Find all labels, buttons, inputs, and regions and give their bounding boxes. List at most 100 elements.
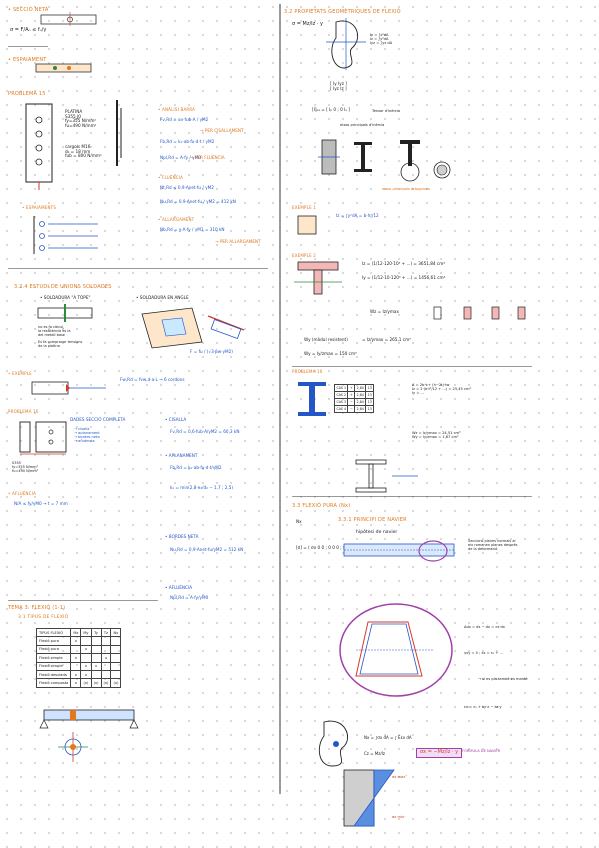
result-cisallament: → PER CISALLAMENT: [200, 128, 244, 133]
heading-cisalla: • CISALLA: [165, 417, 187, 422]
table-header-ty: Ty: [90, 627, 102, 638]
heading-flexio-pura: 3.3 FLEXIÓ PURA (Nx): [292, 503, 351, 509]
problema-16-right-beam: [355, 459, 418, 493]
heading-espaiament: • ESPAIAMENT: [8, 57, 47, 63]
heading-soldadura-tope: • SOLDADURA "A TOPE": [40, 295, 91, 300]
loaded-beam-sketch: [39, 709, 139, 729]
heading-exemple-1: EXEMPLE 1: [292, 205, 317, 210]
heading-unions-soldades: 3.2.4 ESTUDI DE UNIONS SOLDADES: [14, 284, 112, 290]
net-section-plate-sketch: [40, 12, 97, 26]
heading-problema-16: PROBLEMA 16: [8, 409, 39, 414]
exemple-2-formula-2: Iy = (1/12·10·120³ + ...) = 1456,61 cm⁴: [362, 275, 446, 280]
exemple-2-distribution-boxes: [433, 306, 526, 320]
butt-weld-sketch: [37, 304, 93, 322]
result-allargament: → PER ALLARGAMENT: [215, 239, 261, 244]
table-row: Flexió pura x: [35, 636, 122, 646]
principal-axes-note: eixos principals d'inèrcia: [340, 123, 385, 127]
orthogonal-axes-note: eixos principals ortogonals: [382, 187, 431, 191]
heading-espaiaments: • ESPAIAMENTS: [22, 205, 57, 210]
result-fluencia: → PER FLUÈNCIA: [190, 155, 225, 160]
tensor-diagonal: [I]ₚₐ = [ Iₚ 0 ; 0 Iₛ ]: [312, 107, 350, 112]
heading-dades-seccio: DADES SECCIÓ COMPLETA: [70, 417, 126, 422]
nx-label: Nx: [296, 519, 302, 524]
formula-bordes-neta: Nu,Rd = 0,9·Anet·fu/γM2 = 512 kN: [170, 547, 244, 552]
heading-afluencia-left: • AFLUÈNCIA: [8, 491, 37, 496]
heading-allargament: • ALLARGAMENT: [158, 217, 195, 222]
formula-fluencia-3: Nu,Rd = 0,9·Anet·fu / γM2 = 412 kN: [160, 199, 236, 204]
heading-exemple: • EXEMPLE: [8, 371, 32, 376]
formula-allargament: Nb,Rd = χ·A·fy / γM1 = 310 kN: [160, 227, 225, 232]
heading-problema-16-right: PROBLEMA 16: [292, 369, 323, 374]
problema-15-bolted-plate: [25, 103, 53, 190]
dades-seccio-list: → cisalla→ aplanament→ bordes neta→ aflu…: [74, 427, 100, 443]
formula-sigma-neta: σ = F/Aₙ ≤ fᵤ/γ: [10, 27, 47, 33]
formula-cisalla-2: Fb,Rd = k₁·αb·fu·d·t / γM2: [160, 139, 215, 144]
heading-propietats-geometriques: 3.2 PROPIETATS GEOMÈTRIQUES DE FLEXIÓ: [284, 9, 401, 15]
formula-aplanament: Fb,Rd = k₁·αb·fu·d·t/γM2: [170, 465, 222, 470]
heading-fluencia: • FLUÈNCIA: [158, 175, 184, 180]
formula-cisalla-p16: Fv,Rd = 0,6·fub·A/γM2 = 60,3 kN: [170, 429, 240, 434]
espaiaments-sketch: [33, 216, 98, 254]
column-divider: [279, 4, 281, 794]
exemple-weld-sketch: [31, 381, 106, 395]
navier-hypothesis: hipòtesi de navier: [356, 530, 398, 535]
plane-section-note: → si es pla també es manté: [478, 677, 528, 681]
navier-sigma-partial: Cz = Mz/Iz: [364, 751, 385, 756]
spacing-plate-sketch: [35, 63, 92, 73]
modul-resistent-formula-2: Wy = Iy/zmax = 150 cm³: [304, 351, 357, 356]
navier-integral: Nx = ∫σx dA = ∫ Eεx dA: [364, 735, 412, 740]
heading-principi-navier: 3.3.1 PRINCIPI DE NAVIER: [338, 517, 407, 523]
modul-resistent-formula: = Iz/ymax = 265,1 cm³: [362, 337, 411, 342]
exemple-formula: Fw,Rd = fvw,d·a·L → 6 cordons: [120, 377, 185, 382]
problema-16-joint: [19, 421, 67, 455]
tensor-section-sketch: [326, 18, 366, 70]
strain-formula: Δdx = ds − dx = εx·dx: [464, 625, 505, 629]
tensor-section-sketch-2: [318, 720, 348, 767]
formula-afluencia: Npl,Rd = A·fy/γM0: [170, 595, 209, 600]
stress-tensor: [σ] = ( σx 0 0 ; 0 0 0 ; 0 0 0 ): [296, 545, 357, 550]
problema-15-side-view: [116, 100, 122, 166]
navier-formula-label: FÓRMULA DE NAVIER: [462, 749, 501, 753]
table-header-mz: Mz: [70, 627, 82, 638]
exemple-2-modul-note: Wz = Iz/ymax: [370, 309, 399, 314]
heading-aplanament: • APLANAMENT: [165, 453, 198, 458]
formula-sigma-flexio: σ = Mz/Iz · y: [292, 21, 323, 27]
problema-16-right-section: [298, 382, 326, 416]
cross-section-examples: [318, 139, 451, 182]
exemple-1-section: [297, 215, 317, 235]
navier-formula-box: σx = −Mz/Iz · y: [416, 748, 463, 758]
table-header-tipus: TIPUS FLEXIÓ: [35, 627, 72, 638]
table-header-tz: Tz: [100, 627, 112, 638]
flexion-types-table: TIPUS FLEXIÓ Mz My Ty Tz Nx Flexió pura …: [35, 627, 122, 688]
table-header-nx: Nx: [110, 627, 122, 638]
table-row: Flexió pura x: [35, 644, 122, 655]
table-header-my: My: [80, 627, 92, 638]
navier-beam-sketch: [343, 540, 455, 562]
formula-cisalla-1: Fv,Rd = αv·fub·A / γM2: [160, 117, 209, 122]
exemple-2-formula-1: Iz = (1/12·120·10³ + ...) = 3651,84 cm⁴: [362, 261, 445, 266]
fillet-weld-formula: F = fu / (√3·βw·γM2): [190, 349, 233, 354]
modul-resistent-label: Wy (mòdul resistent): [304, 337, 348, 342]
formula-fluencia-2: Nt,Rd ≤ 0,9·Anet·fu / γM2: [160, 185, 214, 190]
formula-fluencia: Npl,Rd = A·fy / γM0: [160, 155, 201, 160]
fillet-weld-sketch: [141, 307, 245, 349]
heading-tema-3: TEMA 3: FLEXIÓ (1-1): [8, 605, 66, 611]
heading-seccio-neta: • SECCIÓ NETA: [8, 7, 49, 13]
heading-afluencia: • AFLUÈNCIA: [165, 585, 193, 590]
strain-formula-2: γxy = 0 ; εx = ε₀ + ...: [464, 651, 503, 655]
exemple-1-formula: Iz = ∫y²dA = b·h³/12: [336, 213, 379, 218]
table-row: Flexió composta x(x)(x)(x)(x): [35, 678, 122, 688]
tensor-label: Tensor d'inèrcia: [372, 109, 401, 113]
navier-zoom-circle: [339, 603, 453, 697]
heading-soldadura-angle: • SOLDADURA EN ANGLE: [136, 295, 189, 300]
formula-afluencia-left: N/A ≤ fy/γM0 → t = 7 mm: [14, 501, 68, 506]
